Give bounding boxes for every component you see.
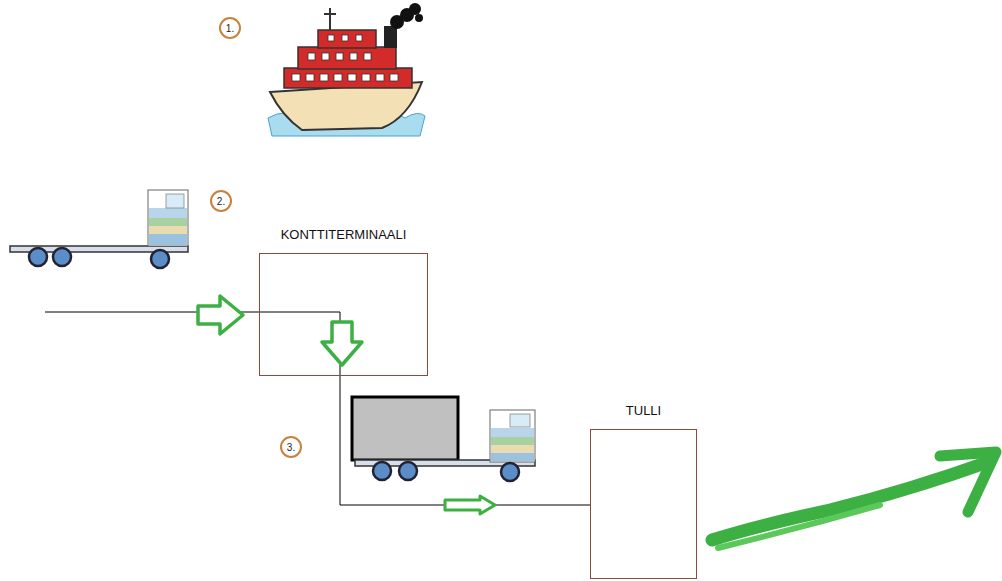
exit-arrow: [712, 452, 996, 548]
flow-connector: [340, 376, 590, 514]
callout-number: 3.: [287, 442, 295, 453]
container-truck: [352, 397, 535, 481]
box-heading: TULLI: [626, 403, 661, 418]
flow-arrow: [445, 496, 495, 514]
ship-illustration: [268, 3, 425, 136]
customs-box: TULLI: [590, 429, 697, 579]
callout-number: 1.: [226, 23, 234, 34]
callout-circle: 3.: [280, 436, 302, 458]
terminal-box: KONTTITERMINAALI: [259, 253, 428, 376]
callout-circle: 2.: [210, 190, 232, 212]
flatbed-truck: [10, 190, 188, 268]
box-heading: KONTTITERMINAALI: [281, 227, 407, 242]
callout-circle: 1.: [219, 17, 241, 39]
connector-line: [340, 376, 590, 505]
flow-line: [45, 296, 362, 376]
callout-number: 2.: [217, 196, 225, 207]
